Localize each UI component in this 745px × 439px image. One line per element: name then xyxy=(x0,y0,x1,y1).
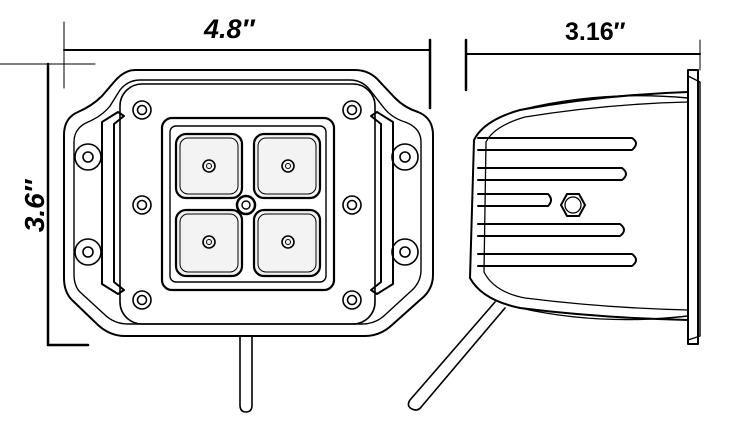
height-dimension-line xyxy=(0,62,96,347)
led-pod-bottom-right xyxy=(252,208,322,278)
front-housing xyxy=(119,83,376,325)
front-view xyxy=(63,69,434,413)
depth-dimension-label: 3.16″ xyxy=(565,18,626,46)
led-pod-top-left xyxy=(174,132,244,200)
front-inner-flange xyxy=(73,79,422,325)
depth-dimension-line xyxy=(464,38,701,92)
led-pod-bottom-left xyxy=(174,208,244,278)
side-hex-bolt xyxy=(560,193,586,217)
mounting-holes xyxy=(74,143,419,266)
front-outer-flange xyxy=(63,69,434,337)
front-center-bolt xyxy=(235,194,257,216)
led-pod-top-right xyxy=(252,132,322,200)
side-flange-plate xyxy=(687,69,699,345)
side-view xyxy=(407,69,701,411)
width-dimension-line xyxy=(63,21,432,110)
front-lens-frame xyxy=(169,125,327,283)
front-face-plate xyxy=(160,116,336,292)
front-power-cable xyxy=(239,335,253,413)
side-bottom-edge xyxy=(519,307,689,321)
side-cooling-fins xyxy=(477,137,637,267)
housing-screws xyxy=(132,100,362,310)
width-dimension-label: 4.8″ xyxy=(204,14,255,44)
side-top-edge xyxy=(519,95,689,111)
side-flange-lip xyxy=(687,75,701,341)
side-power-cable xyxy=(407,301,506,411)
height-dimension-label: 3.6″ xyxy=(19,179,50,233)
side-housing-body xyxy=(469,91,689,321)
